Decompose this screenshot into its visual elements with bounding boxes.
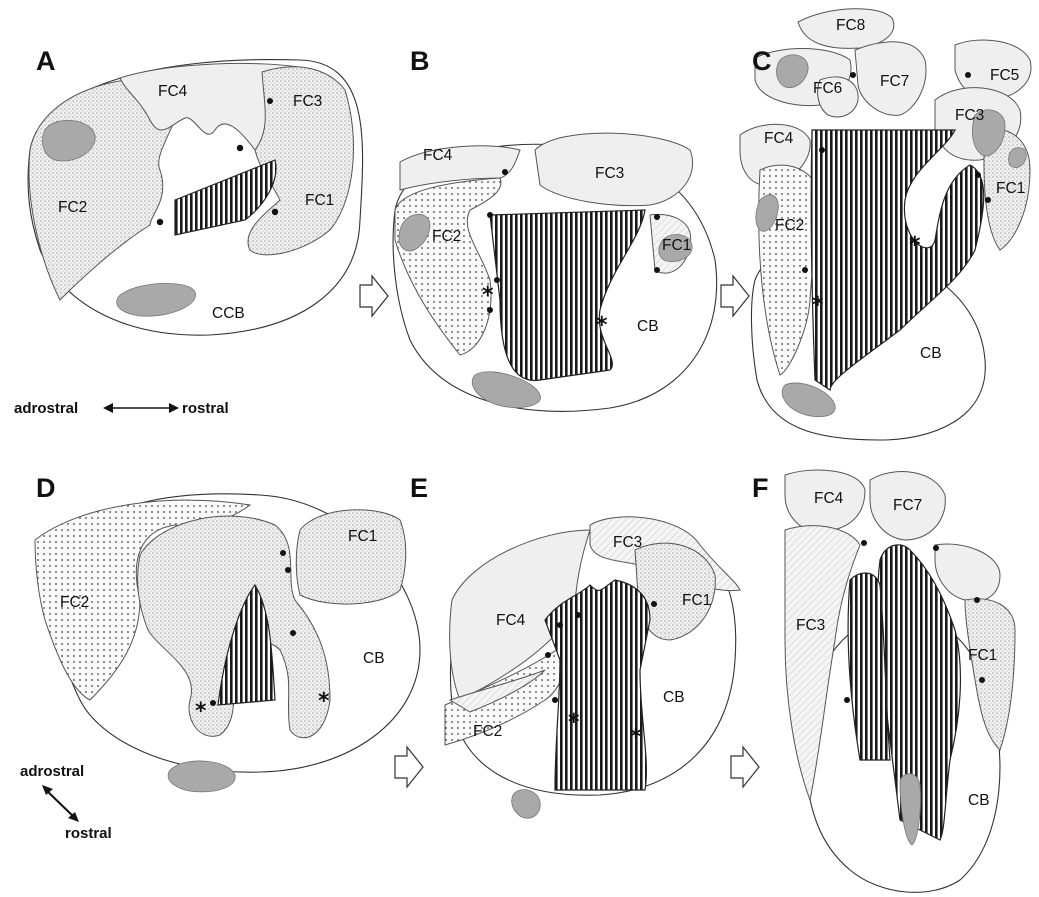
label-fc1: FC1 (996, 180, 1025, 197)
label-fc3: FC3 (595, 165, 624, 182)
label-cb: CB (637, 318, 659, 335)
label-fc4: FC4 (764, 130, 794, 147)
panel-f-letter: F (752, 473, 769, 503)
axis-bottom-right-label: rostral (65, 825, 112, 842)
panel-d: D FC2 FC1 CB * * (35, 473, 420, 792)
panel-c-letter: C (752, 46, 772, 76)
asterisk-marker: * (568, 710, 580, 735)
label-cb: CB (968, 792, 990, 809)
label-fc2: FC2 (473, 723, 502, 740)
panel-b: B FC4 FC3 FC2 FC1 CB * * (393, 46, 717, 411)
axis-top-right-label: rostral (182, 400, 229, 417)
label-fc4: FC4 (814, 490, 844, 507)
label-fc3: FC3 (293, 93, 322, 110)
label-cb: CB (663, 689, 685, 706)
label-fc2: FC2 (58, 199, 87, 216)
panel-a-letter: A (36, 46, 56, 76)
panel-a: A FC4 FC3 FC2 FC1 CCB (28, 46, 363, 335)
transition-arrow-bc (721, 276, 749, 316)
label-fc1: FC1 (682, 592, 711, 609)
label-ccb: CCB (212, 305, 245, 322)
label-fc2: FC2 (775, 217, 804, 234)
label-fc1: FC1 (348, 528, 377, 545)
label-fc1: FC1 (968, 647, 997, 664)
transition-arrow-ab (360, 276, 388, 316)
label-fc7: FC7 (880, 73, 909, 90)
label-fc4: FC4 (423, 147, 453, 164)
asterisk-marker: * (812, 293, 824, 318)
asterisk-marker: * (318, 689, 330, 714)
panel-d-letter: D (36, 473, 56, 503)
label-cb: CB (920, 345, 942, 362)
orientation-axis-top: adrostral rostral (14, 400, 229, 417)
transition-arrow-de (395, 747, 423, 787)
label-fc6: FC6 (813, 80, 842, 97)
label-fc4: FC4 (158, 83, 188, 100)
axis-top-left-label: adrostral (14, 400, 78, 417)
asterisk-marker: * (482, 283, 494, 308)
panel-f: F FC4 FC7 FC3 FC1 CB (752, 470, 1015, 892)
label-fc7: FC7 (893, 497, 922, 514)
label-fc3: FC3 (955, 107, 984, 124)
asterisk-marker: * (195, 699, 207, 724)
label-fc3: FC3 (613, 534, 642, 551)
panel-e: E FC4 FC3 FC2 FC1 CB * * (410, 473, 740, 818)
panel-e-letter: E (410, 473, 428, 503)
label-fc8: FC8 (836, 17, 865, 34)
label-fc1: FC1 (662, 237, 691, 254)
label-fc3: FC3 (796, 617, 825, 634)
panel-c: C FC8 FC7 FC6 FC5 FC4 FC3 FC2 FC1 CB * * (740, 9, 1031, 440)
asterisk-marker: * (909, 233, 921, 258)
label-fc4: FC4 (496, 612, 526, 629)
axis-bottom-left-label: adrostral (20, 763, 84, 780)
label-fc2: FC2 (432, 228, 461, 245)
panel-b-letter: B (410, 46, 430, 76)
label-fc5: FC5 (990, 67, 1019, 84)
asterisk-marker: * (596, 313, 608, 338)
asterisk-marker: * (630, 725, 642, 750)
label-fc2: FC2 (60, 594, 89, 611)
label-cb: CB (363, 650, 385, 667)
label-fc1: FC1 (305, 192, 334, 209)
orientation-axis-bottom: adrostral rostral (20, 763, 112, 842)
transition-arrow-ef (731, 747, 759, 787)
